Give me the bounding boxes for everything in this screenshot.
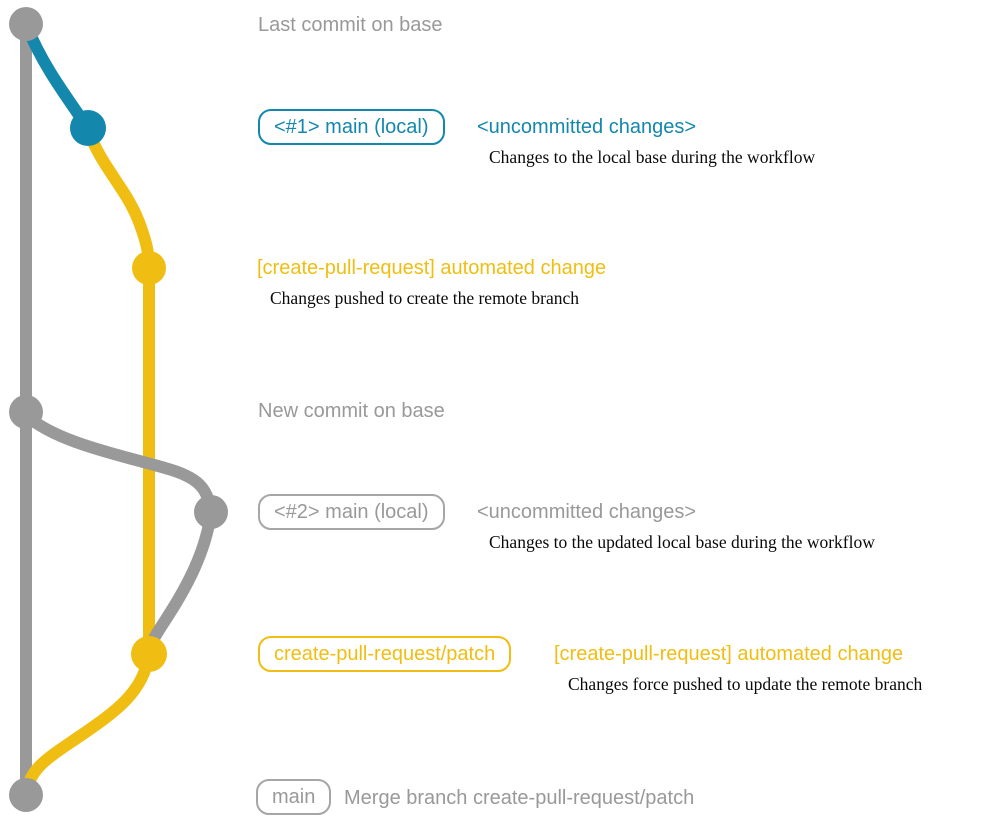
merge-message: Merge branch create-pull-request/patch [344,787,695,809]
ref-label-create-pull-request-patch: create-pull-request/patch [258,636,512,672]
local-changes-branch-line [20,18,94,134]
commit1-description: Changes to the local base during the wor… [489,147,816,167]
push2-description: Changes force pushed to update the remot… [568,674,923,694]
commit-dot-last-base [9,7,43,41]
push1-description: Changes pushed to create the remote bran… [270,288,580,308]
commit-dot-local-1 [70,110,106,146]
ref-label-main-local-2: <#2> main (local) [258,494,445,530]
commit1-message: <uncommitted changes> [477,116,697,138]
rebase-branch-curve [143,506,217,660]
git-graph [9,7,228,812]
new-commit-on-base-label: New commit on base [258,400,445,422]
push2-message: [create-pull-request] automated change [554,643,904,665]
push1-message: [create-pull-request] automated change [257,257,607,279]
last-commit-on-base-label: Last commit on base [258,14,443,36]
commit-dot-push-2 [131,636,167,672]
ref-label-main: main [256,779,332,815]
ref-label-main-local-1: <#1> main (local) [258,109,445,145]
commit-dot-push-1 [132,251,166,285]
commit-dot-merge [9,778,43,812]
updated-base-branch-curve [20,409,217,518]
commit2-description: Changes to the updated local base during… [489,532,875,552]
commit2-message: <uncommitted changes> [477,501,697,523]
commit-dot-new-base [9,395,43,429]
commit-dot-local-2 [194,495,228,529]
